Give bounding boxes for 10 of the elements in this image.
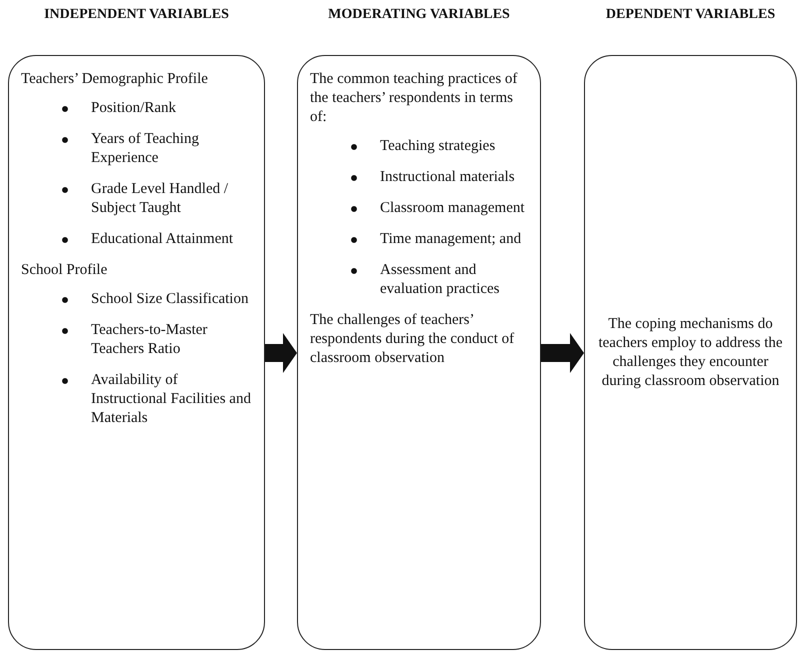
body-text: School Profile [21, 261, 108, 280]
block-arrow [541, 333, 584, 373]
body-text: The challenges of teachers’ respondents during the conduct of classroom observation [310, 311, 516, 368]
body-text: The coping mechanisms do teachers employ to address the challenges they encounter during classroom observation [597, 314, 784, 390]
column-heading: MODERATING VARIABLES [327, 6, 511, 23]
body-text: Teachers’ Demographic Profile [21, 70, 209, 89]
block-arrow [265, 333, 297, 373]
column-heading: DEPENDENT VARIABLES [604, 6, 776, 23]
column-heading: INDEPENDENT VARIABLES [43, 6, 230, 23]
body-text: The common teaching practices of the teachers’ respondents in terms of: [310, 70, 518, 127]
